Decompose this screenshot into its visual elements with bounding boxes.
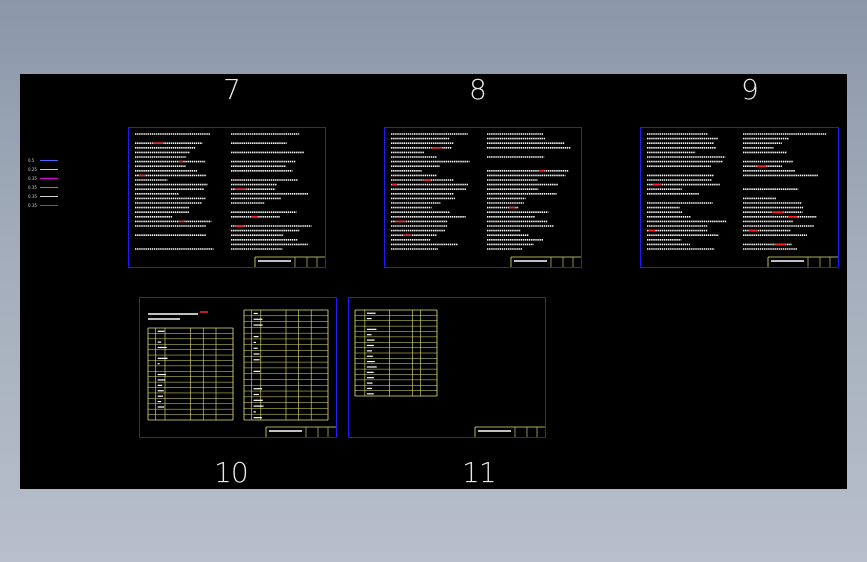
drawing-sheet-11[interactable] bbox=[348, 297, 546, 438]
sheet-content bbox=[647, 133, 838, 267]
sheet-content bbox=[135, 133, 325, 267]
sheet-number-7: 7 bbox=[223, 73, 241, 106]
sheet-content bbox=[354, 309, 545, 437]
sheet-content bbox=[147, 309, 336, 437]
lineweight-legend: 0.5 0.25 0.35 0.35 0.35 0.35 bbox=[28, 156, 58, 210]
sheet-number-8: 8 bbox=[469, 73, 487, 106]
drawing-sheet-8[interactable] bbox=[384, 127, 582, 268]
sheet-number-11: 11 bbox=[462, 456, 497, 489]
legend-row: 0.35 bbox=[28, 183, 58, 192]
drawing-sheet-9[interactable] bbox=[640, 127, 839, 268]
model-space-viewport[interactable]: 0.5 0.25 0.35 0.35 0.35 0.35 7 8 9 10 11 bbox=[20, 74, 847, 489]
sheet-number-10: 10 bbox=[214, 456, 249, 489]
legend-row: 0.35 bbox=[28, 192, 58, 201]
legend-row: 0.25 bbox=[28, 165, 58, 174]
drawing-sheet-7[interactable] bbox=[128, 127, 326, 268]
legend-row: 0.5 bbox=[28, 156, 58, 165]
sheet-content bbox=[391, 133, 581, 267]
drawing-sheet-10[interactable] bbox=[139, 297, 337, 438]
legend-row: 0.35 bbox=[28, 174, 58, 183]
sheet-number-9: 9 bbox=[741, 73, 759, 106]
legend-row: 0.35 bbox=[28, 201, 58, 210]
